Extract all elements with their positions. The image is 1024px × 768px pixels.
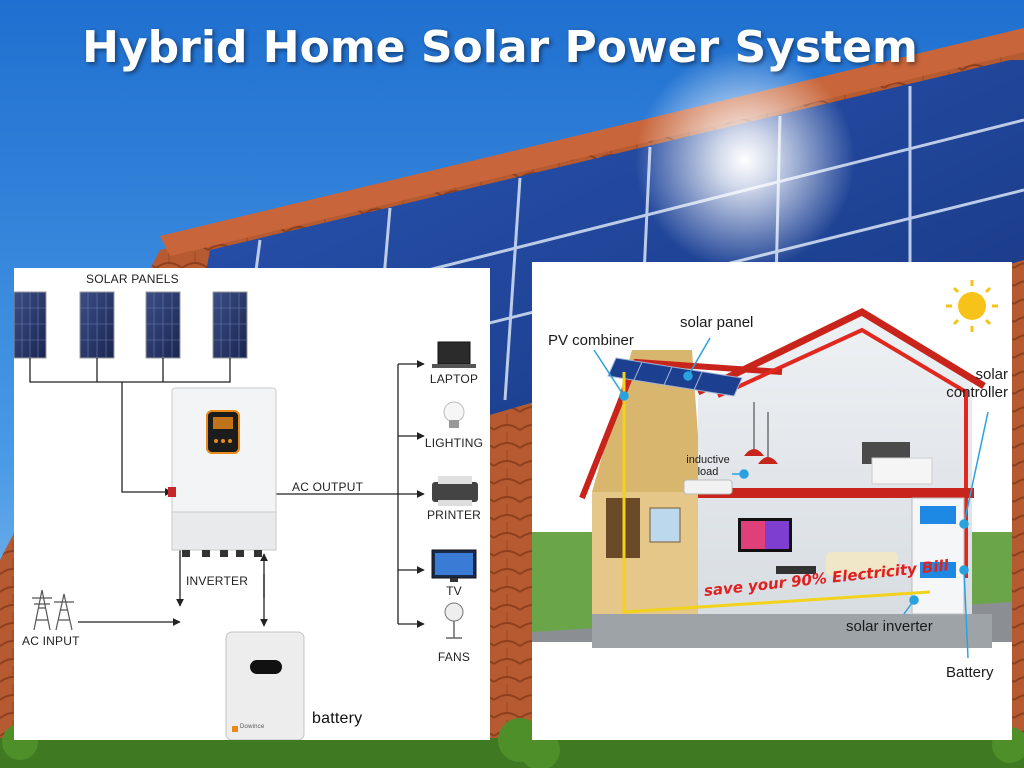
page-title: Hybrid Home Solar Power System: [82, 22, 918, 73]
house-illustration: [532, 280, 1012, 659]
tv-icon: [431, 549, 477, 582]
inductive-load-line2: load: [697, 466, 719, 478]
load-label-printer: PRINTER: [426, 508, 482, 522]
load-label-laptop: LAPTOP: [429, 372, 479, 386]
solar-controller-line2: controller: [946, 384, 1008, 401]
solar-controller-label: solar controller: [928, 366, 1008, 402]
inductive-load-label: inductive load: [678, 454, 738, 478]
wiring-lines: [14, 291, 478, 740]
inverter-unit: [168, 387, 277, 557]
battery-brand-label: Dowince: [240, 724, 265, 730]
ac-output-label: AC OUTPUT: [292, 480, 364, 494]
solar-panel-label: solar panel: [680, 314, 754, 331]
printer-icon: [432, 476, 478, 506]
power-pylon-icon: [32, 589, 74, 631]
pv-combiner-label: PV combiner: [548, 332, 634, 349]
inverter-wiring-diagram: SOLAR PANELS INVERTER AC OUTPUT AC INPUT…: [14, 268, 490, 740]
solar-panel-2: [79, 291, 115, 359]
inverter-label: INVERTER: [186, 574, 249, 588]
battery-callout-label: Battery: [946, 664, 994, 681]
inductive-load-line1: inductive: [686, 454, 730, 466]
solar-controller-line1: solar: [975, 366, 1008, 383]
fan-icon: [444, 602, 464, 639]
house-cutaway-diagram: PV combiner solar panel solar controller…: [532, 262, 1012, 740]
house-inverter-battery: [911, 497, 965, 615]
light-bulb-icon: [443, 401, 465, 428]
load-label-tv: TV: [446, 584, 462, 598]
solar-panel-3: [145, 291, 181, 359]
solar-inverter-label: solar inverter: [846, 618, 933, 635]
sun-glare: [635, 50, 855, 270]
load-label-fans: FANS: [437, 650, 471, 664]
load-label-lighting: LIGHTING: [424, 436, 484, 450]
sun-icon: [946, 280, 998, 332]
solar-panel-1: [14, 291, 47, 359]
laptop-icon: [432, 341, 476, 368]
solar-panels-label: SOLAR PANELS: [86, 272, 179, 286]
battery-unit: [225, 631, 305, 740]
solar-panel-4: [212, 291, 248, 359]
ac-input-label: AC INPUT: [22, 634, 80, 648]
house-solar-panel: [607, 357, 743, 397]
battery-label: battery: [312, 710, 363, 727]
